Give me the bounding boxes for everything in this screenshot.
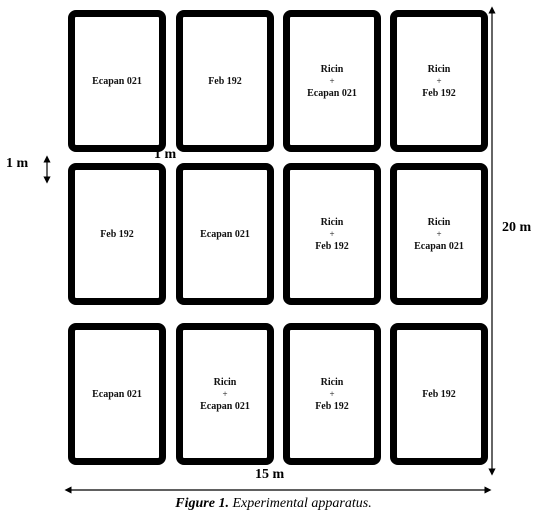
plot-label-line: Ecapan 021 bbox=[414, 240, 464, 252]
plus-sign: + bbox=[329, 388, 335, 399]
plot-label: Ricin+Ecapan 021 bbox=[200, 376, 250, 413]
plot-label-line: Feb 192 bbox=[100, 228, 134, 240]
plot: Ricin+Ecapan 021 bbox=[283, 10, 381, 152]
plot: Feb 192 bbox=[176, 10, 274, 152]
width-label: 15 m bbox=[255, 467, 285, 482]
plot: Feb 192 bbox=[68, 163, 166, 305]
plot: Ricin+Feb 192 bbox=[390, 10, 488, 152]
caption-text: Experimental apparatus. bbox=[228, 496, 372, 511]
plot-label-line: Feb 192 bbox=[422, 388, 456, 400]
plot: Ricin+Feb 192 bbox=[283, 163, 381, 305]
plot-label: Feb 192 bbox=[208, 75, 242, 88]
plot-label: Ecapan 021 bbox=[92, 388, 142, 401]
plot-label-line: Feb 192 bbox=[208, 75, 242, 87]
plot-label: Ricin+Ecapan 021 bbox=[414, 216, 464, 253]
plot-label: Ricin+Ecapan 021 bbox=[307, 63, 357, 100]
plot-label-line: Ecapan 021 bbox=[200, 228, 250, 240]
plus-sign: + bbox=[222, 388, 228, 399]
plot-label: Ricin+Feb 192 bbox=[315, 216, 349, 253]
plot-label-line: Ricin bbox=[427, 216, 451, 228]
plot: Ecapan 021 bbox=[176, 163, 274, 305]
plot: Feb 192 bbox=[390, 323, 488, 465]
plus-sign: + bbox=[329, 75, 335, 86]
plot-label: Feb 192 bbox=[422, 388, 456, 401]
plot-label: Ricin+Feb 192 bbox=[422, 63, 456, 100]
plot-label-line: Feb 192 bbox=[315, 400, 349, 412]
column-gap-label: 1 m bbox=[154, 147, 177, 162]
plot-label-line: Ecapan 021 bbox=[92, 75, 142, 87]
plot-label: Ricin+Feb 192 bbox=[315, 376, 349, 413]
plot: Ricin+Ecapan 021 bbox=[390, 163, 488, 305]
plot-label-line: Ecapan 021 bbox=[92, 388, 142, 400]
plot-label: Feb 192 bbox=[100, 228, 134, 241]
plus-sign: + bbox=[436, 228, 442, 239]
plot-label-line: Ecapan 021 bbox=[200, 400, 250, 412]
plot-label-line: Ricin bbox=[427, 63, 451, 75]
plot-label-line: Ricin bbox=[320, 216, 344, 228]
plot-label-line: Ricin bbox=[320, 376, 344, 388]
row-gap-label: 1 m bbox=[6, 156, 29, 171]
height-label: 20 m bbox=[502, 220, 532, 235]
plus-sign: + bbox=[329, 228, 335, 239]
plot: Ricin+Feb 192 bbox=[283, 323, 381, 465]
plus-sign: + bbox=[436, 75, 442, 86]
plot: Ricin+Ecapan 021 bbox=[176, 323, 274, 465]
plot-label: Ecapan 021 bbox=[92, 75, 142, 88]
plot-label-line: Ricin bbox=[320, 63, 344, 75]
plot-label-line: Feb 192 bbox=[422, 87, 456, 99]
figure-caption: Figure 1. Experimental apparatus. bbox=[0, 496, 547, 512]
plot: Ecapan 021 bbox=[68, 10, 166, 152]
plot-label-line: Ecapan 021 bbox=[307, 87, 357, 99]
plot: Ecapan 021 bbox=[68, 323, 166, 465]
plot-label-line: Ricin bbox=[213, 376, 237, 388]
plot-label: Ecapan 021 bbox=[200, 228, 250, 241]
figure-number: Figure 1. bbox=[175, 496, 229, 511]
plot-label-line: Feb 192 bbox=[315, 240, 349, 252]
